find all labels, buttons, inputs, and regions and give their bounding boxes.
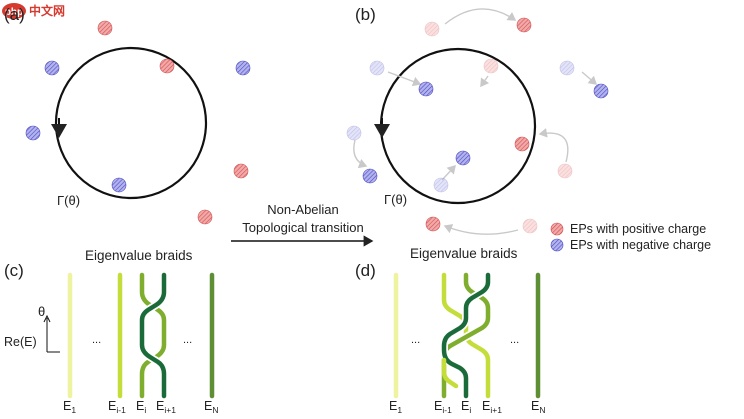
- axis-indicator: [43, 314, 60, 353]
- braid-strands-c: [67, 271, 215, 400]
- motion-arrow: [581, 71, 598, 85]
- ep-negative-marker: [44, 60, 60, 76]
- strand-label: E1: [63, 399, 76, 415]
- ep-ghost-group: [346, 21, 575, 234]
- ep-positive-marker: [425, 216, 441, 232]
- ep-negative-marker: [25, 125, 41, 141]
- ep-positive-ghost: [557, 163, 573, 179]
- ep-negative-marker: [362, 168, 378, 184]
- legend: EPs with positive charge EPs with negati…: [550, 222, 711, 252]
- ep-group-b: [362, 17, 609, 232]
- ep-positive-marker: [197, 209, 213, 225]
- ep-positive-marker: [514, 136, 530, 152]
- panel-d: (d) Eigenvalue braids ... ... E1 Ei-1 Ei…: [355, 246, 545, 415]
- ellipsis-left-d: ...: [411, 334, 420, 346]
- contour-circle-b: [379, 47, 537, 205]
- ep-negative-marker: [455, 150, 471, 166]
- panel-c-label: (c): [4, 261, 24, 280]
- strand-label: Ei+1: [156, 399, 176, 415]
- ep-negative-marker: [111, 177, 127, 193]
- legend-positive-swatch: [550, 222, 564, 236]
- ellipsis-right-c: ...: [183, 334, 192, 346]
- transition-arrow: Non-Abelian Topological transition: [231, 202, 374, 247]
- legend-negative-swatch: [550, 238, 564, 252]
- strand-labels-c: E1 Ei-1 Ei Ei+1 EN: [63, 399, 218, 415]
- ep-positive-ghost: [483, 58, 499, 74]
- strand-label: Ei-1: [434, 399, 452, 415]
- ep-positive-marker: [159, 58, 175, 74]
- ep-negative-ghost: [433, 177, 449, 193]
- axis-re-label: Re(E): [4, 335, 37, 349]
- contour-label-b: Γ(θ): [384, 192, 407, 207]
- ellipsis-left-c: ...: [92, 334, 101, 346]
- contour-label-a: Γ(θ): [57, 193, 80, 208]
- braid-title-c: Eigenvalue braids: [85, 248, 193, 263]
- strand-gap: [138, 271, 168, 400]
- strand-e-i-minus-1: [441, 272, 491, 399]
- panel-d-label: (d): [355, 261, 376, 280]
- ep-positive-ghost: [424, 21, 440, 37]
- watermark-badge-text: php: [5, 7, 23, 18]
- panel-b-label: (b): [355, 5, 376, 24]
- motion-arrow: [353, 139, 368, 169]
- strand-label: E1: [389, 399, 402, 415]
- strand-label: Ei-1: [108, 399, 126, 415]
- legend-negative-label: EPs with negative charge: [570, 238, 711, 252]
- panel-b: (b) Γ(θ): [346, 5, 609, 235]
- ep-negative-marker: [235, 60, 251, 76]
- braid-strands-d: [393, 271, 541, 400]
- strand-label: Ei: [461, 399, 471, 415]
- motion-arrow: [538, 127, 569, 163]
- strand-label: EN: [204, 399, 218, 415]
- panel-a-label: (a): [4, 5, 25, 24]
- ep-negative-ghost: [369, 60, 385, 76]
- watermark-badge: [2, 3, 26, 19]
- ep-negative-marker: [418, 81, 434, 97]
- motion-arrow: [480, 75, 490, 88]
- ep-positive-marker: [516, 17, 532, 33]
- motion-arrow: [441, 164, 456, 181]
- ep-negative-ghost: [346, 125, 362, 141]
- ep-positive-marker: [233, 163, 249, 179]
- motion-arrow: [387, 71, 422, 87]
- transition-line2: Topological transition: [242, 220, 363, 235]
- strand-label: Ei+1: [482, 399, 502, 415]
- contour-circle-a: [54, 46, 208, 200]
- panel-a: (a) Γ(θ): [4, 5, 251, 225]
- watermark-text: 中文网: [29, 3, 65, 18]
- legend-positive-label: EPs with positive charge: [570, 222, 706, 236]
- motion-arrow: [444, 8, 517, 25]
- ep-negative-ghost: [559, 60, 575, 76]
- panel-c: (c) Eigenvalue braids θ Re(E) ... ... E1…: [4, 248, 218, 415]
- ep-negative-marker: [593, 83, 609, 99]
- axis-theta-label: θ: [38, 304, 45, 319]
- ep-positive-ghost: [522, 218, 538, 234]
- ellipsis-right-d: ...: [510, 334, 519, 346]
- ep-positive-marker: [97, 20, 113, 36]
- strand-e-i-plus-1: [139, 272, 167, 399]
- strand-label: EN: [531, 399, 545, 415]
- strand-label: Ei: [136, 399, 146, 415]
- watermark-logo: php 中文网: [2, 3, 65, 19]
- strand-e-i-plus-1: [441, 272, 491, 399]
- ep-group-a: [25, 20, 251, 225]
- braid-title-d: Eigenvalue braids: [410, 246, 518, 261]
- transition-line1: Non-Abelian: [267, 202, 339, 217]
- strand-e-i-minus-1-tail: [441, 357, 459, 389]
- strand-labels-d: E1 Ei-1 Ei Ei+1 EN: [389, 399, 545, 415]
- motion-arrow: [443, 224, 519, 235]
- strand-e-i: [139, 272, 167, 399]
- ep-motion-arrows: [353, 8, 598, 235]
- axis-theta-arrowhead: [43, 314, 51, 323]
